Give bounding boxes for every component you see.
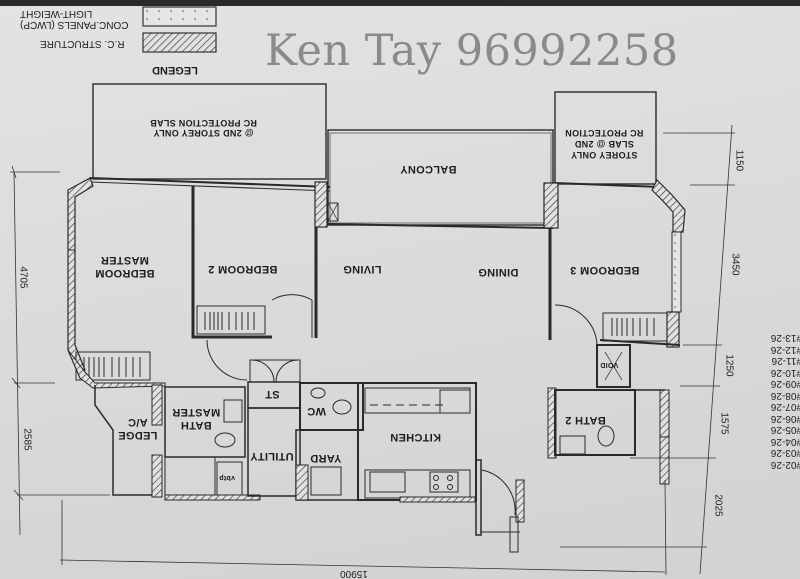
top-edge <box>0 0 800 6</box>
dim-left-4705: 4705 <box>17 266 29 289</box>
legend-title: LEGEND <box>152 64 198 76</box>
legend-lwcp-line2: CONC.PANELS (LWCP) <box>20 19 129 30</box>
master-bath-line2: BATH <box>180 419 212 431</box>
room-bath2: BATH 2 <box>565 414 606 426</box>
room-balcony: BALCONY <box>400 163 457 175</box>
dim-right-2025: 2025 <box>712 494 724 517</box>
unit-number: #02-26 <box>770 459 800 470</box>
unit-number-list: #02-26 #03-26 #04-26 #05-26 #06-26 #07-2… <box>757 332 800 471</box>
dim-bottom-15900: 15900 <box>340 568 368 579</box>
dim-right-1575: 1575 <box>718 412 730 435</box>
vbtp-label: vbtp <box>219 474 235 481</box>
unit-number: #08-26 <box>770 390 800 401</box>
legend-lwcp-line1: LIGHT-WEIGHT <box>20 8 93 19</box>
legend-item-lwcp: CONC.PANELS (LWCP) LIGHT-WEIGHT <box>20 8 138 30</box>
ac-ledge-line1: A/C <box>127 416 148 428</box>
void-label: VOID <box>600 361 619 368</box>
rc-slab-right-line2: SLAB @ 2ND <box>574 139 634 149</box>
dim-right-3450: 3450 <box>729 253 741 276</box>
legend-item-rc: R.C. STRUCTURE <box>40 38 125 49</box>
dim-right-1150: 1150 <box>733 149 745 172</box>
unit-number: #13-26 <box>770 332 800 344</box>
room-store: ST <box>265 388 280 400</box>
unit-number: #07-26 <box>770 401 800 413</box>
unit-number: #06-26 <box>770 413 800 424</box>
room-utility: UTILITY <box>250 450 294 462</box>
unit-number: #03-26 <box>770 447 800 459</box>
room-living: LIVING <box>343 263 382 275</box>
room-ac-ledge: LEDGE A/C <box>118 415 157 441</box>
rc-slab-left-label: @ 2ND STOREY ONLY RC PROTECTION SLAB <box>150 118 257 138</box>
rc-slab-left-line1: RC PROTECTION SLAB <box>150 118 257 128</box>
legend-swatches <box>142 6 217 53</box>
ac-ledge-line2: LEDGE <box>118 429 158 441</box>
room-master-bedroom: BEDROOM MASTER <box>95 253 155 279</box>
rc-slab-left-line2: @ 2ND STOREY ONLY <box>153 128 254 138</box>
master-bedroom-line1: MASTER <box>100 254 149 266</box>
room-master-bath: BATH MASTER <box>172 405 220 431</box>
unit-number: #11-26 <box>771 355 800 367</box>
room-kitchen: KITCHEN <box>390 431 441 443</box>
room-bedroom3: BEDROOM 3 <box>570 264 640 276</box>
master-bath-line1: MASTER <box>172 406 221 418</box>
watermark-contact: Ken Tay 96992258 <box>265 26 679 76</box>
unit-number: #05-26 <box>770 424 800 436</box>
unit-number: #12-26 <box>770 344 800 355</box>
rc-slab-right-label: STOREY ONLY SLAB @ 2ND RC PROTECTION <box>565 127 643 160</box>
dim-left-2585: 2585 <box>21 428 33 451</box>
room-dining: DINING <box>478 266 519 278</box>
room-yard: YARD <box>310 452 342 464</box>
unit-number: #04-26 <box>770 436 800 447</box>
room-wc: WC <box>307 405 326 417</box>
unit-number: #10-26 <box>770 367 800 378</box>
room-bedroom2: BEDROOM 2 <box>208 263 278 275</box>
dim-right-1250: 1250 <box>723 354 735 377</box>
rc-slab-right-line3: STOREY ONLY <box>570 150 638 160</box>
master-bedroom-line2: BEDROOM <box>95 267 155 279</box>
rc-slab-right-line1: RC PROTECTION <box>565 128 644 138</box>
unit-number: #09-26 <box>770 378 800 390</box>
